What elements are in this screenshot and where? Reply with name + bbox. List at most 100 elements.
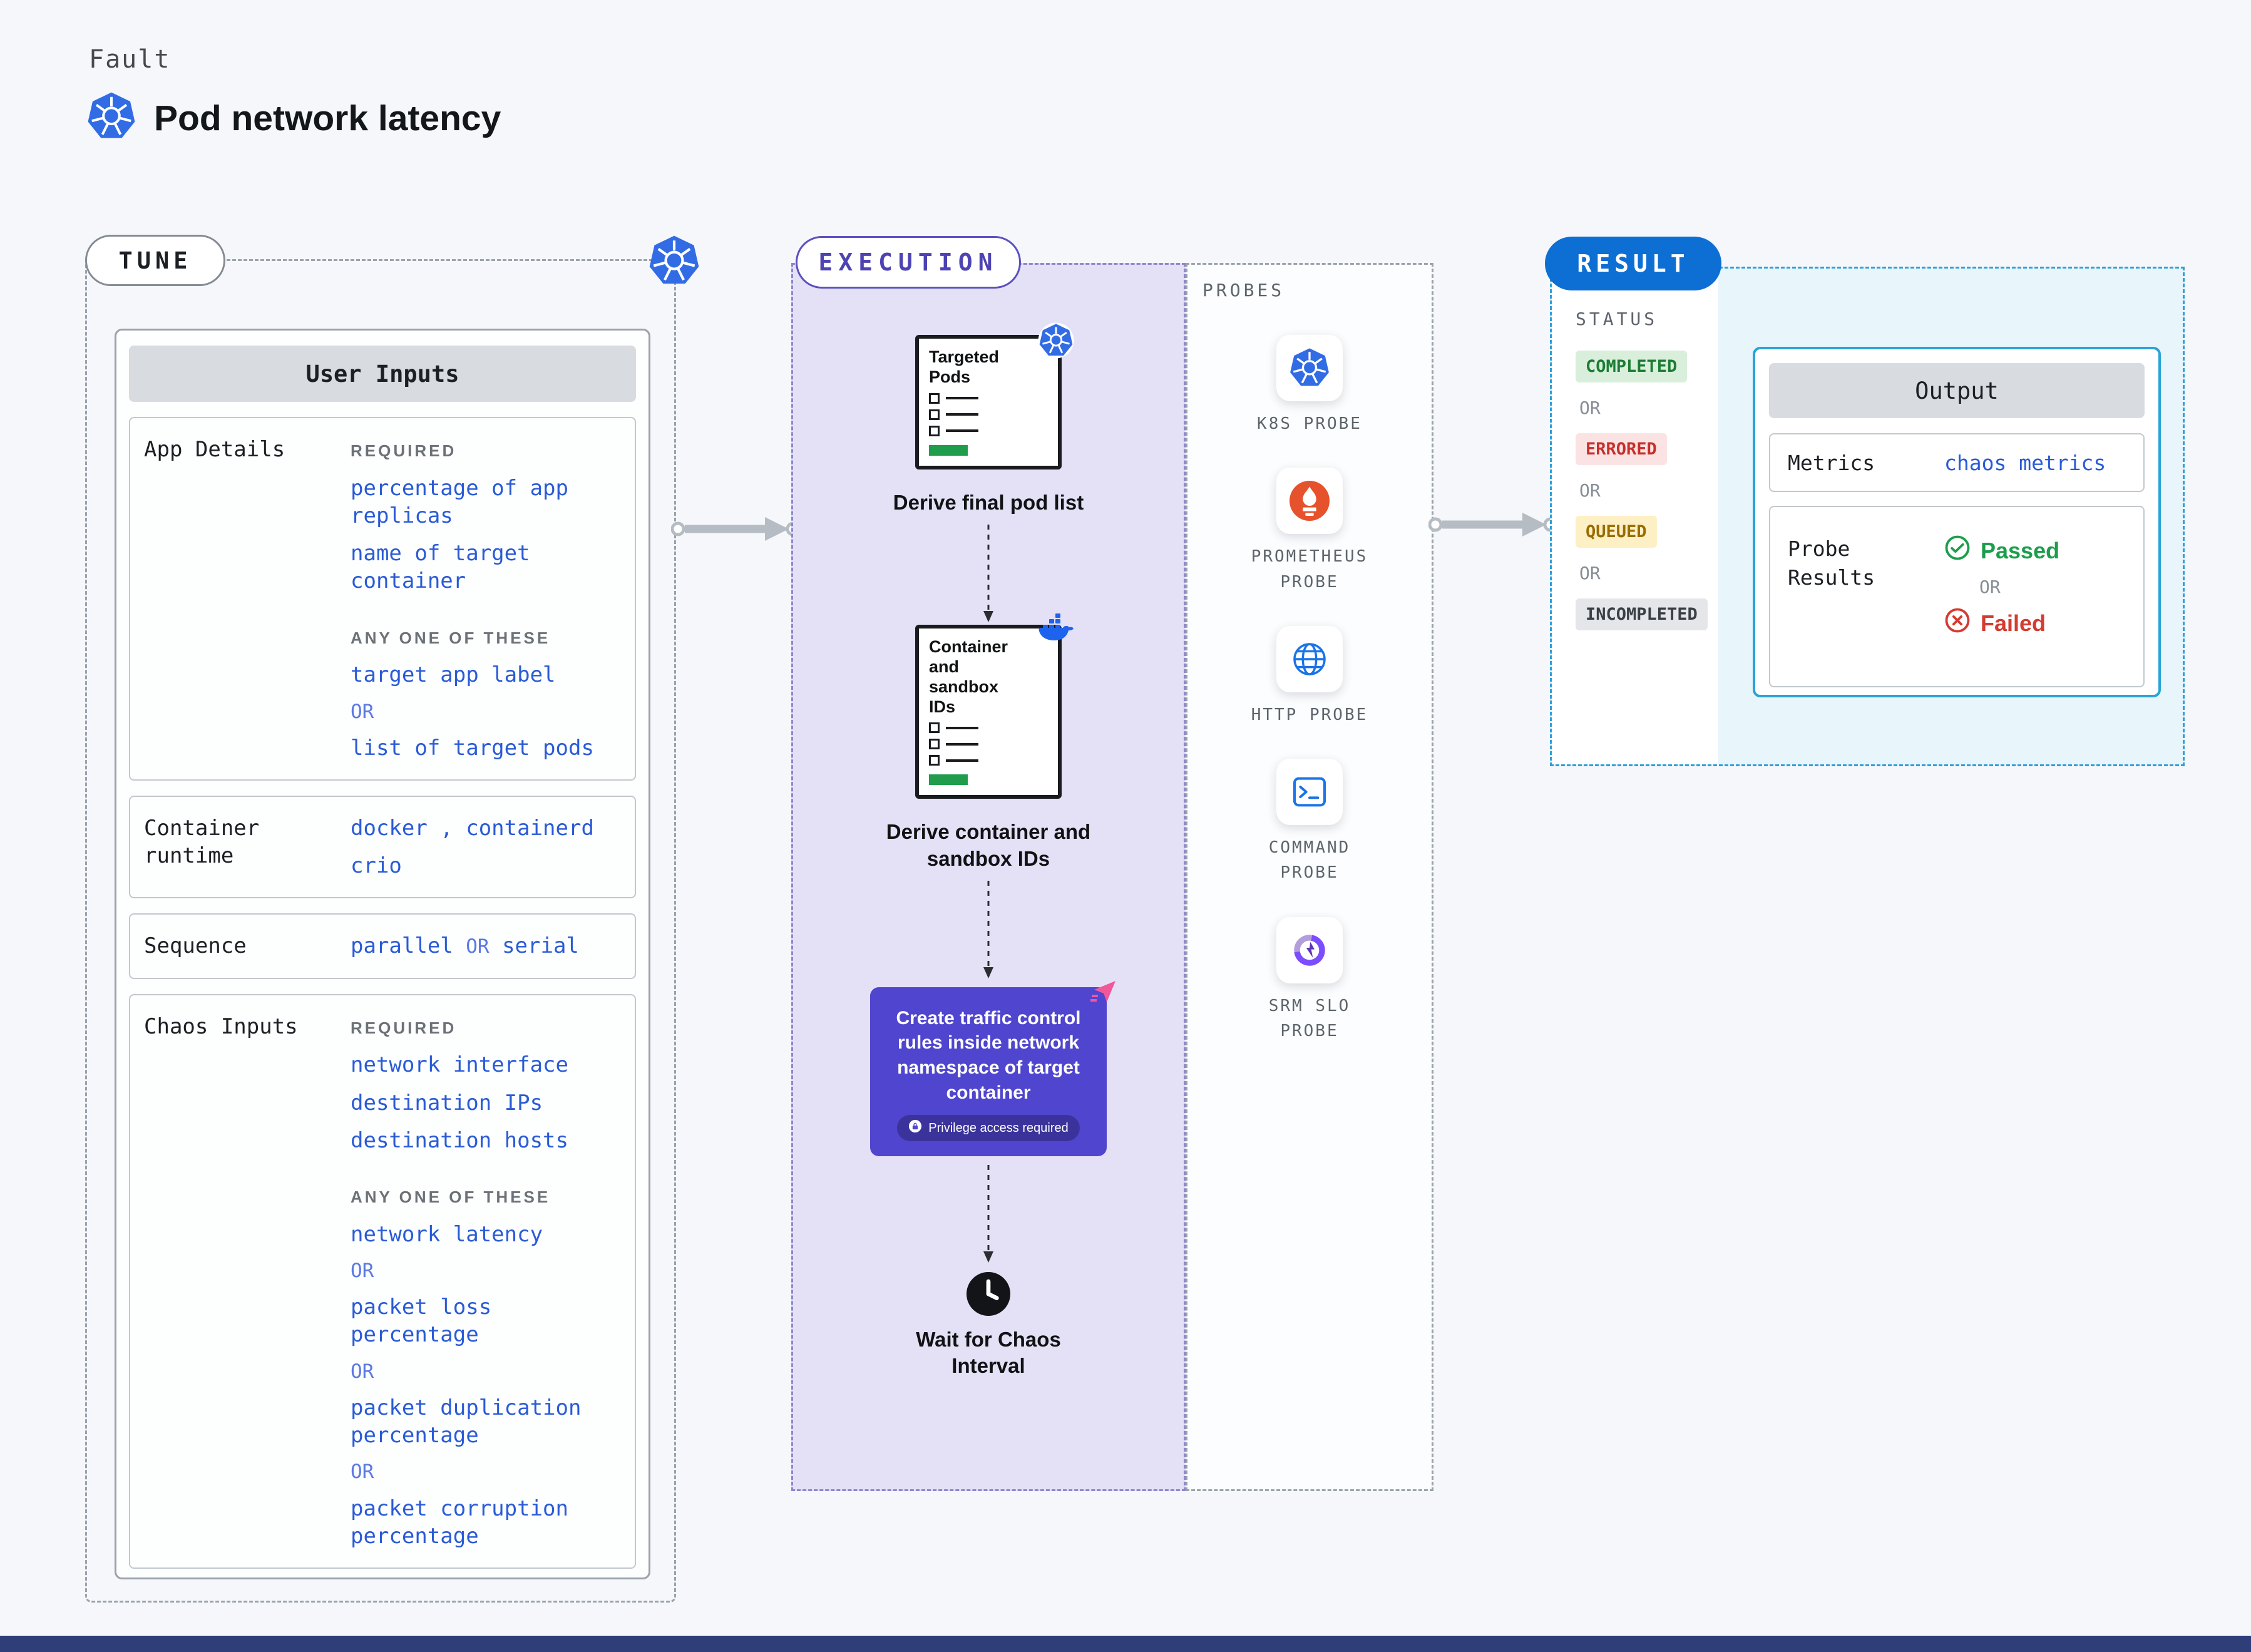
input-value: packet duplication percentage <box>351 1395 582 1449</box>
kubernetes-icon <box>648 235 700 290</box>
input-value: packet loss percentage <box>351 1295 492 1348</box>
probes-label: PROBES <box>1202 280 1285 300</box>
checkbox-row <box>929 755 1048 766</box>
input-value: docker , containerd <box>351 816 594 841</box>
output-card: Output Metrics chaos metrics Probe Resul… <box>1753 347 2161 697</box>
input-value: target app label <box>351 662 556 688</box>
required-label: REQUIRED <box>351 1018 457 1037</box>
privilege-badge: Privilege access required <box>897 1115 1080 1142</box>
probe-name: PROMETHEUS PROBE <box>1251 547 1368 592</box>
step-text: Create traffic control rules inside netw… <box>896 1007 1081 1103</box>
check-circle-icon <box>1944 535 1971 567</box>
globe-icon <box>1276 625 1343 692</box>
status-title: STATUS <box>1576 309 1658 329</box>
probe-name: COMMAND PROBE <box>1268 838 1351 883</box>
terminal-icon <box>1276 759 1343 826</box>
result-label: RESULT <box>1545 237 1721 290</box>
probe-results-label: Probe Results <box>1788 536 1875 590</box>
traffic-control-step: Create traffic control rules inside netw… <box>870 980 1115 1157</box>
status-badge-errored: ERRORED <box>1576 433 1667 465</box>
app-details-label: App Details <box>144 437 285 462</box>
privileged-flag-icon <box>1089 976 1119 1006</box>
any-one-label: ANY ONE OF THESE <box>351 628 551 647</box>
any-one-label: ANY ONE OF THESE <box>351 1187 551 1206</box>
clock-icon <box>963 1269 1013 1319</box>
targeted-pods-clipboard: Targeted Pods <box>915 322 1074 469</box>
input-value: network interface <box>351 1052 568 1078</box>
metrics-value: chaos metrics <box>1944 450 2106 475</box>
input-value: name of target container <box>351 541 530 594</box>
progress-bar <box>929 444 968 456</box>
checkbox-row <box>929 739 1048 750</box>
metrics-row: Metrics chaos metrics <box>1769 433 2145 492</box>
checkbox-row <box>929 722 1048 734</box>
probe-item: COMMAND PROBE <box>1269 759 1351 886</box>
lock-icon <box>908 1119 922 1137</box>
checkbox-row <box>929 409 1048 420</box>
or-text: OR <box>1579 480 1601 501</box>
or-text: OR <box>1579 398 1601 418</box>
container-runtime-label: Container runtime <box>144 816 260 869</box>
execution-label: EXECUTION <box>796 236 1021 289</box>
user-inputs-panel: User Inputs App Details REQUIRED percent… <box>115 329 650 1579</box>
probe-name: K8S PROBE <box>1257 414 1362 433</box>
x-circle-icon <box>1944 607 1971 639</box>
status-badge-queued: QUEUED <box>1576 516 1657 548</box>
input-value: parallel <box>351 933 453 959</box>
tune-label: TUNE <box>85 235 225 286</box>
probe-name: SRM SLO PROBE <box>1268 996 1351 1041</box>
privilege-badge-text: Privilege access required <box>928 1121 1069 1135</box>
probe-results-row: Probe Results Passed OR <box>1769 506 2145 687</box>
probe-item: SRM SLO PROBE <box>1268 916 1351 1044</box>
probe-item: HTTP PROBE <box>1251 625 1368 727</box>
or-text: OR <box>466 935 490 958</box>
page-title: Pod network latency <box>154 98 501 138</box>
tune-section: TUNE User Inputs App Detai <box>85 235 699 1603</box>
user-inputs-title: User Inputs <box>129 346 636 402</box>
passed-text: Passed <box>1981 537 2060 563</box>
or-text: OR <box>351 1460 374 1484</box>
kubernetes-icon <box>1276 335 1343 401</box>
probe-item: K8S PROBE <box>1257 335 1362 436</box>
or-text: OR <box>351 1259 374 1282</box>
kubernetes-icon <box>1038 322 1074 359</box>
status-badge-completed: COMPLETED <box>1576 351 1688 382</box>
probe-name: HTTP PROBE <box>1251 705 1368 724</box>
or-text: OR <box>351 700 374 723</box>
checkbox-row <box>929 392 1048 404</box>
metrics-label: Metrics <box>1788 450 1875 475</box>
footer-strip <box>0 1636 2251 1652</box>
status-column: STATUS COMPLETED OR ERRORED OR QUEUED OR… <box>1552 269 1718 764</box>
output-title: Output <box>1769 363 2145 418</box>
flow-arrow-down <box>983 880 993 978</box>
status-badge-incompleted: INCOMPLETED <box>1576 598 1708 630</box>
input-value: crio <box>351 853 402 879</box>
or-text: OR <box>1979 577 2001 597</box>
or-text: OR <box>351 1360 374 1383</box>
input-value: packet corruption percentage <box>351 1496 568 1549</box>
progress-bar <box>929 774 968 786</box>
failed-text: Failed <box>1981 610 2046 636</box>
app-details-row: App Details REQUIRED percentage of app r… <box>129 417 636 781</box>
input-value: network latency <box>351 1221 543 1247</box>
input-value: destination hosts <box>351 1127 568 1153</box>
result-section: STATUS COMPLETED OR ERRORED OR QUEUED OR… <box>1545 237 2185 766</box>
clipboard-title: Container and sandbox IDs <box>929 637 1008 716</box>
step-caption: Derive final pod list <box>893 490 1084 514</box>
input-value: list of target pods <box>351 735 594 761</box>
kubernetes-icon <box>86 91 136 145</box>
slo-gauge-icon <box>1276 916 1343 983</box>
probe-item: PROMETHEUS PROBE <box>1251 468 1368 595</box>
flow-arrow-tune-to-execution <box>671 517 800 541</box>
fault-eyebrow: Fault <box>89 45 171 74</box>
step-caption: Wait for Chaos Interval <box>916 1328 1061 1378</box>
flow-arrow-execution-to-result <box>1428 513 1557 536</box>
chaos-inputs-row: Chaos Inputs REQUIRED network interface … <box>129 993 636 1569</box>
container-sandbox-clipboard: Container and sandbox IDs <box>915 613 1074 799</box>
required-label: REQUIRED <box>351 441 457 460</box>
or-text: OR <box>1579 563 1601 583</box>
page-header: Pod network latency <box>86 91 501 145</box>
flow-arrow-down <box>983 524 993 622</box>
input-value: percentage of app replicas <box>351 475 568 528</box>
